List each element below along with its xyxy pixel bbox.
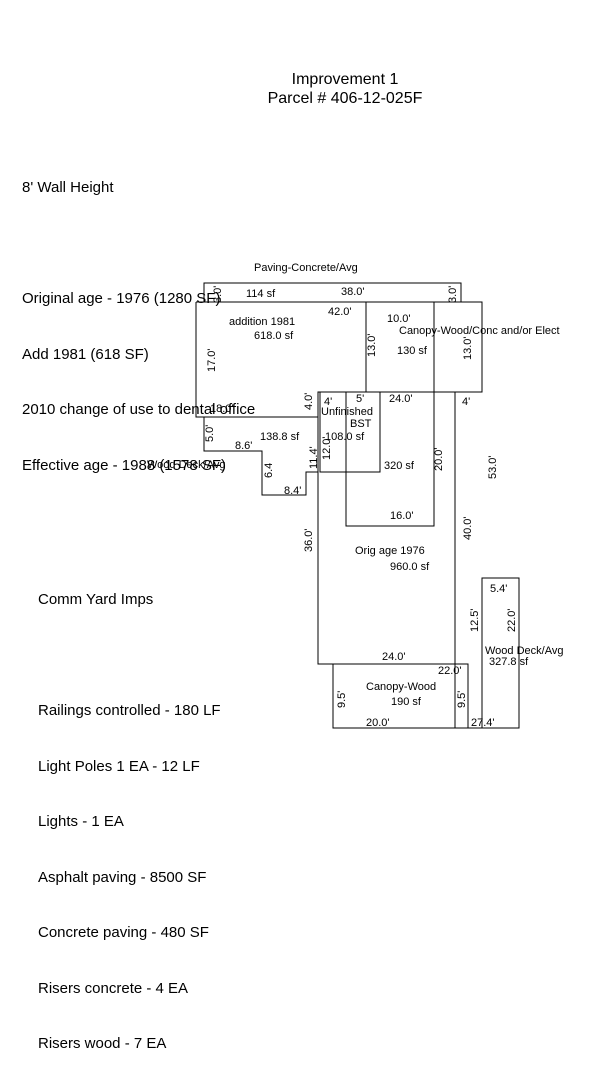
addition-section: addition 1981 618.0 sf 42.0' 17.0' 18.0'… [195, 301, 483, 418]
wood-deck-dim-84: 8.4' [284, 485, 301, 497]
yard-item: Asphalt paving - 8500 SF [38, 868, 207, 886]
paving-outline [203, 282, 462, 303]
addition-area: 618.0 sf [254, 330, 294, 342]
wood-deck-area: 138.8 sf [260, 431, 300, 443]
addition-label: addition 1981 [229, 316, 295, 328]
building-sketch: Paving-Concrete/Avg 114 sf 38.0' 3.0' 3.… [147, 262, 563, 729]
inner-dim-right: 20.0' [433, 447, 445, 471]
canopy-elect-dim-right: 13.0' [462, 336, 474, 360]
note-addition: Add 1981 (618 SF) [22, 345, 149, 363]
canopy-elect-dim-top: 10.0' [387, 313, 411, 325]
paving-dim-right: 3.0' [447, 286, 459, 303]
basement-dim-top: 5' [356, 393, 364, 405]
orig-dim-right-40: 40.0' [462, 516, 474, 540]
yard-item: Risers concrete - 4 EA [38, 979, 189, 997]
deck-right-dim-top: 5.4' [490, 583, 507, 595]
addition-dim-bottom: 18.0' [210, 403, 234, 415]
addition-dim-right: 4.0' [303, 393, 315, 410]
addition-dim-inner: 13.0' [366, 333, 378, 357]
inner-area: 320 sf [384, 460, 415, 472]
paving-dim-top: 38.0' [341, 286, 365, 298]
yard-item: Risers wood - 7 EA [38, 1035, 167, 1052]
yard-item: Concrete paving - 480 SF [38, 924, 209, 941]
inner-dim-top: 24.0' [389, 393, 413, 405]
canopy-elect-section: Canopy-Wood/Conc and/or Elect 130 sf 10.… [387, 313, 560, 360]
canopy-wood-section: Canopy-Wood 190 sf 22.0' 9.5' 9.5' 20.0' [332, 663, 469, 729]
deck-right-dim-right: 22.0' [506, 608, 518, 632]
addition-dim-top: 42.0' [328, 306, 352, 318]
canopy-elect-area: 130 sf [397, 345, 428, 357]
orig-dim-125: 12.5' [469, 608, 481, 632]
orig-area: 960.0 sf [390, 561, 430, 573]
yard-heading: Comm Yard Imps [38, 591, 154, 608]
inner-outline [345, 391, 435, 527]
canopy-wood-label: Canopy-Wood [366, 681, 436, 693]
canopy-wood-dim-bottom: 20.0' [366, 717, 390, 729]
parcel-number: Parcel # 406-12-025F [267, 90, 423, 107]
wood-deck-dim-64: 6.4 [263, 463, 275, 478]
wood-deck-dim-114: 11.4' [308, 446, 320, 469]
orig-dim-right-53: 53.0' [487, 455, 499, 479]
building-notes: 8' Wall Height Original age - 1976 (1280… [22, 142, 255, 494]
orig-building: Orig age 1976 960.0 sf 36.0' 53.0' 40.0'… [303, 391, 499, 665]
paving-section: Paving-Concrete/Avg 114 sf 38.0' 3.0' 3.… [203, 262, 462, 303]
note-change-of-use: 2010 change of use to dental office [22, 401, 256, 418]
yard-item: Lights - 1 EA [38, 813, 124, 830]
canopy-wood-dim-left: 9.5' [336, 691, 348, 708]
basement-area: 108.0 sf [325, 431, 365, 443]
paving-dim-left: 3.0' [212, 286, 224, 303]
canopy-elect-label: Canopy-Wood/Conc and/or Elect [399, 325, 560, 337]
wood-deck-left: Wood Deck/Avg 138.8 sf 5.0' 8.6' 6.4 8.4… [147, 417, 320, 497]
canopy-wood-dim-top: 22.0' [438, 665, 462, 677]
orig-dim-bottom: 24.0' [382, 651, 406, 663]
improvement-title: Improvement 1 [291, 71, 399, 88]
orig-label: Orig age 1976 [355, 545, 425, 557]
basement-label-2: BST [350, 418, 372, 430]
wood-deck-outline [203, 417, 318, 496]
deck-right-label: Wood Deck/Avg [485, 645, 563, 657]
addition-dim-left: 17.0' [206, 348, 218, 372]
deck-right-area: 327.8 sf [489, 656, 529, 668]
canopy-wood-area: 190 sf [391, 696, 422, 708]
note-effective-age: Effective age - 1988 (1578 SF) [22, 456, 227, 474]
paving-label: Paving-Concrete/Avg [254, 262, 358, 274]
yard-item: Railings controlled - 180 LF [38, 702, 221, 719]
canopy-wood-outline [332, 663, 469, 729]
wood-deck-dim-5: 5.0' [204, 425, 216, 442]
basement-dim-left: 12.0' [321, 436, 333, 460]
wood-deck-right: Wood Deck/Avg 327.8 sf 5.4' 22.0' 27.4' [454, 577, 563, 729]
basement-label-1: Unfinished [321, 406, 373, 418]
basement-dim-4: 4' [324, 396, 332, 408]
note-wall-height: 8' Wall Height [22, 179, 114, 196]
deck-right-dim-bottom: 27.4' [471, 717, 495, 729]
inner-dim-bottom: 16.0' [390, 510, 414, 522]
yard-item: Light Poles 1 EA - 12 LF [38, 757, 200, 775]
report-title: Improvement 1 Parcel # 406-12-025F [200, 70, 490, 108]
note-original-age: Original age - 1976 (1280 SF) [22, 290, 221, 307]
orig-dim-left: 36.0' [303, 528, 315, 552]
wood-deck-label: Wood Deck/Avg [147, 459, 225, 471]
wood-deck-dim-86: 8.6' [235, 440, 252, 452]
canopy-wood-dim-right: 9.5' [456, 691, 468, 708]
inner-dim-4: 4' [462, 396, 470, 408]
paving-area: 114 sf [246, 288, 276, 300]
